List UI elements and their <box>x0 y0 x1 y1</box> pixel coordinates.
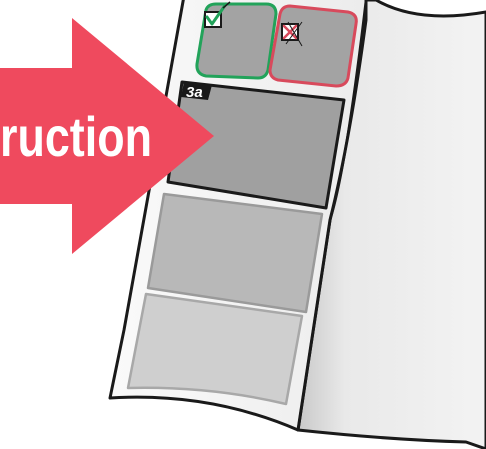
arrow-text: ruction <box>0 105 152 168</box>
booklet: 3a <box>110 0 486 449</box>
step-tag: 3a <box>181 82 212 101</box>
bad-example-panel <box>270 6 356 86</box>
step-tag-label: 3a <box>186 84 203 101</box>
